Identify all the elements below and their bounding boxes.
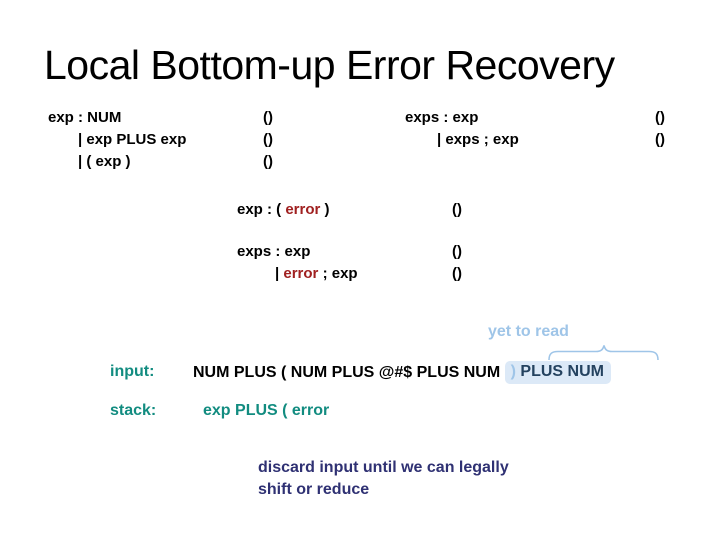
rule-text: exp : NUM	[48, 109, 122, 126]
stack-label: stack:	[110, 402, 157, 419]
discarded-paren: )	[510, 363, 516, 380]
rule-text: | exps ; exp	[437, 131, 519, 148]
rule-text: exps : exp	[237, 243, 311, 260]
semantic-action: ()	[452, 243, 462, 260]
semantic-action: ()	[655, 131, 665, 148]
rule-text: exps : exp	[405, 109, 479, 126]
grammar-line: | exps ; exp	[437, 131, 519, 148]
input-token-stream: NUM PLUS ( NUM PLUS @#$ PLUS NUM ) PLUS …	[193, 361, 611, 384]
grammar-line: exp : ( error )	[237, 201, 330, 218]
grammar-line: | exp PLUS exp	[78, 131, 186, 148]
rule-text: ; exp	[318, 265, 358, 282]
rule-text: |	[275, 265, 284, 282]
overbrace-icon	[548, 345, 659, 360]
remaining-input: PLUS NUM	[515, 363, 604, 380]
rule-text: )	[320, 201, 330, 218]
grammar-line: exp : NUM	[48, 109, 121, 126]
rule-text: | exp PLUS exp	[78, 131, 187, 148]
semantic-action: ()	[452, 201, 462, 218]
slide-title: Local Bottom-up Error Recovery	[44, 42, 615, 88]
yet-to-read-label: yet to read	[488, 323, 569, 340]
grammar-line: exps : exp	[405, 109, 478, 126]
semantic-action: ()	[263, 153, 273, 170]
input-label: input:	[110, 363, 155, 380]
grammar-line: | error ; exp	[275, 265, 358, 282]
semantic-action: ()	[452, 265, 462, 282]
semantic-action: ()	[263, 109, 273, 126]
grammar-line: | ( exp )	[78, 153, 131, 170]
error-token: error	[283, 265, 319, 282]
grammar-line: exps : exp	[237, 243, 310, 260]
note-line: shift or reduce	[258, 481, 370, 498]
error-token: error	[285, 201, 321, 218]
yet-to-read-highlight: ) PLUS NUM	[504, 361, 611, 384]
note-line: discard input until we can legally	[258, 459, 509, 476]
stack-contents: exp PLUS ( error	[203, 402, 330, 419]
semantic-action: ()	[655, 109, 665, 126]
rule-text: | ( exp )	[78, 153, 131, 170]
rule-text: exp : (	[237, 201, 286, 218]
consumed-input: NUM PLUS ( NUM PLUS @#$ PLUS NUM	[193, 363, 505, 381]
semantic-action: ()	[263, 131, 273, 148]
